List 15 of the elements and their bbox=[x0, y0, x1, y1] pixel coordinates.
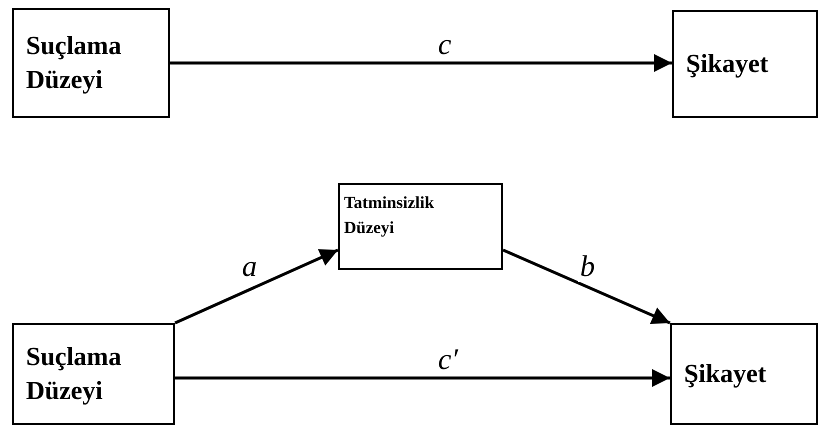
node-label: Şikayet bbox=[684, 358, 766, 390]
node-label: Tatminsizlik Düzeyi bbox=[344, 192, 436, 239]
box bbox=[672, 10, 818, 118]
arrow bbox=[170, 54, 672, 72]
box bbox=[338, 183, 503, 270]
box bbox=[12, 8, 170, 118]
node-label: Suçlama Düzeyi bbox=[26, 341, 122, 407]
arrow bbox=[174, 248, 339, 324]
edge-label: b bbox=[578, 252, 597, 282]
arrow bbox=[175, 369, 670, 387]
node-label: Suçlama Düzeyi bbox=[26, 30, 122, 96]
box bbox=[12, 323, 175, 425]
arrow bbox=[502, 248, 671, 324]
box bbox=[670, 323, 818, 425]
node-label: Şikayet bbox=[686, 48, 768, 80]
